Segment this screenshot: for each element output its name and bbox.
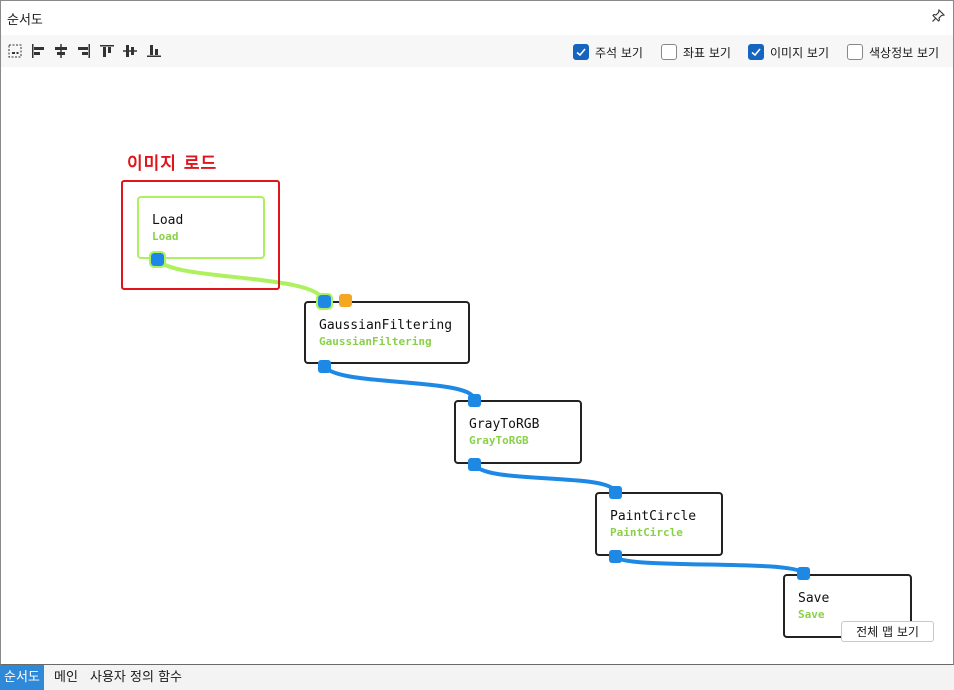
align-top-icon[interactable] <box>99 43 115 59</box>
check-icon <box>576 48 586 57</box>
annotation-label: 이미지 로드 <box>127 154 218 174</box>
node-gaussian-filtering[interactable]: GaussianFiltering GaussianFiltering <box>304 301 470 364</box>
show-comments-checkbox[interactable]: 주석 보기 <box>573 43 643 61</box>
node-name: Load <box>152 213 184 228</box>
show-image-checkbox[interactable]: 이미지 보기 <box>748 43 829 61</box>
checkbox-label: 이미지 보기 <box>770 45 830 60</box>
checkbox-box[interactable] <box>748 44 764 60</box>
full-map-button[interactable]: 전체 맵 보기 <box>841 621 934 642</box>
output-port[interactable] <box>149 251 166 268</box>
wire-gray-paint[interactable] <box>472 461 617 494</box>
node-paint-circle[interactable]: PaintCircle PaintCircle <box>595 492 723 556</box>
wire-gaussian-gray[interactable] <box>322 363 476 400</box>
align-center-h-icon[interactable] <box>53 43 69 59</box>
node-gray-to-rgb[interactable]: GrayToRGB GrayToRGB <box>454 400 582 464</box>
pin-icon[interactable] <box>931 9 945 23</box>
checkbox-label: 좌표 보기 <box>683 45 731 60</box>
wire-paint-save[interactable] <box>613 554 805 575</box>
input-port[interactable] <box>468 394 481 407</box>
annotation-frame[interactable] <box>121 180 280 290</box>
window-title: 순서도 <box>7 13 43 28</box>
node-save[interactable]: Save Save <box>783 574 912 638</box>
align-middle-v-icon[interactable] <box>122 43 138 59</box>
checkbox-box[interactable] <box>847 44 863 60</box>
node-load[interactable]: Load Load <box>137 196 265 259</box>
input-port-secondary[interactable] <box>339 294 352 307</box>
checkbox-label: 색상정보 보기 <box>869 45 940 60</box>
node-subtitle: PaintCircle <box>610 526 683 539</box>
output-port[interactable] <box>468 458 481 471</box>
check-icon <box>751 48 761 57</box>
titlebar: 순서도 <box>1 1 953 33</box>
bottom-tabbar: 순서도 메인 사용자 정의 함수 <box>0 665 954 690</box>
node-subtitle: GaussianFiltering <box>319 335 432 348</box>
node-name: GrayToRGB <box>469 417 540 432</box>
flowchart-window: 순서도 주석 보 <box>0 0 954 665</box>
tab-main[interactable]: 메인 <box>54 670 78 685</box>
node-name: GaussianFiltering <box>319 318 453 333</box>
flowchart-canvas[interactable]: 이미지 로드 Load Load GaussianFiltering Gauss… <box>1 67 953 664</box>
wire-load-gaussian[interactable] <box>155 256 326 303</box>
tab-flowchart[interactable]: 순서도 <box>0 665 44 690</box>
align-left-icon[interactable] <box>30 43 46 59</box>
checkbox-box[interactable] <box>573 44 589 60</box>
tab-user-functions[interactable]: 사용자 정의 함수 <box>90 670 182 685</box>
align-bottom-icon[interactable] <box>146 43 162 59</box>
input-port[interactable] <box>609 486 622 499</box>
show-color-info-checkbox[interactable]: 색상정보 보기 <box>847 43 939 61</box>
fit-icon[interactable] <box>7 43 23 59</box>
input-port[interactable] <box>316 293 333 310</box>
node-name: Save <box>798 591 830 606</box>
checkbox-box[interactable] <box>661 44 677 60</box>
node-subtitle: GrayToRGB <box>469 434 529 447</box>
node-subtitle: Save <box>798 608 825 621</box>
input-port[interactable] <box>797 567 810 580</box>
show-coordinates-checkbox[interactable]: 좌표 보기 <box>661 43 731 61</box>
connection-wires <box>155 256 805 575</box>
toolbar: 주석 보기 좌표 보기 이미지 보기 색상정보 보기 <box>1 35 953 67</box>
node-name: PaintCircle <box>610 509 697 524</box>
output-port[interactable] <box>609 550 622 563</box>
output-port[interactable] <box>318 360 331 373</box>
checkbox-label: 주석 보기 <box>595 45 643 60</box>
node-subtitle: Load <box>152 230 179 243</box>
align-right-icon[interactable] <box>76 43 92 59</box>
